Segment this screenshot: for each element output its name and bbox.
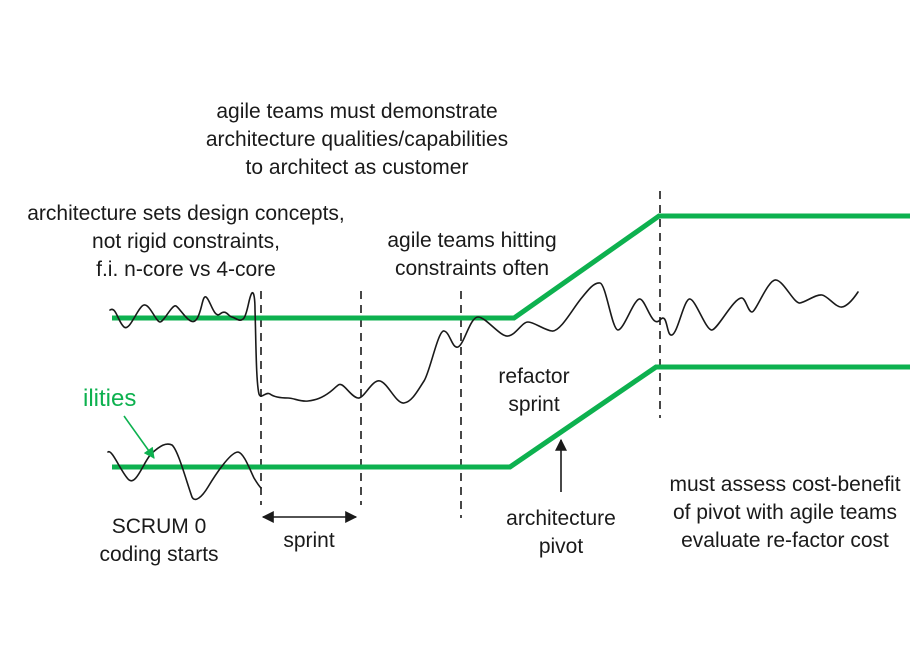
scrum-note-line: SCRUM 0 — [111, 515, 207, 538]
cost-benefit-note: must assess cost-benefit of pivot with a… — [669, 471, 900, 555]
design-concepts-line: architecture sets design concepts, — [27, 202, 345, 225]
cost-benefit-line: evaluate re-factor cost — [681, 529, 889, 552]
actual-quality-curve — [109, 279, 859, 404]
architecture-pivot-line: pivot — [538, 535, 584, 558]
scrum-note: SCRUM 0 coding starts — [99, 513, 218, 569]
scrum-note-line: coding starts — [99, 543, 219, 566]
constraints-note-line: agile teams hitting — [387, 229, 557, 252]
constraints-note: agile teams hitting constraints often — [387, 227, 556, 283]
constraints-note-line: constraints often — [394, 257, 550, 280]
refactor-sprint-line: refactor — [498, 365, 570, 388]
architecture-pivot-note: architecture pivot — [506, 505, 616, 561]
lower-ilities-line — [112, 364, 910, 470]
ilities-pointer-arrow — [123, 415, 155, 459]
architecture-pivot-line: architecture — [506, 507, 616, 530]
design-concepts-note: architecture sets design concepts, not r… — [27, 200, 345, 284]
top-note-line: architecture qualities/capabilities — [205, 128, 509, 151]
top-note-line: agile teams must demonstrate — [216, 100, 498, 123]
refactor-sprint-note: refactor sprint — [498, 363, 569, 419]
upper-capability-line — [112, 213, 910, 321]
top-note: agile teams must demonstrate architectur… — [206, 98, 508, 182]
refactor-sprint-line: sprint — [508, 393, 560, 416]
cost-benefit-line: of pivot with agile teams — [672, 501, 898, 524]
design-concepts-line: not rigid constraints, — [92, 230, 280, 253]
design-concepts-line: f.i. n-core vs 4-core — [96, 258, 276, 281]
cost-benefit-line: must assess cost-benefit — [669, 473, 901, 496]
ilities-label: ilities — [83, 385, 137, 412]
sprint-label: sprint — [283, 529, 335, 552]
top-note-line: to architect as customer — [245, 156, 469, 179]
ilities-progress-curve — [107, 443, 262, 501]
